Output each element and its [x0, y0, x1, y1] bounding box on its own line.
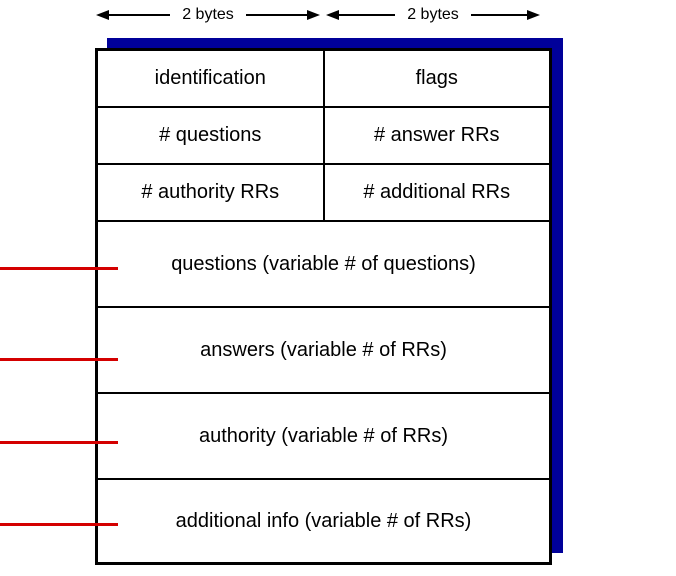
- arrow-shaft: [339, 14, 396, 16]
- arrow-left-icon: [326, 10, 339, 20]
- table-row: # questions # answer RRs: [98, 108, 549, 165]
- dns-message-table: identification flags # questions # answe…: [95, 48, 552, 565]
- field-num-authority-rrs: # authority RRs: [98, 165, 325, 220]
- pointer-line-additional-info: [0, 523, 118, 526]
- arrow-shaft: [245, 14, 307, 16]
- field-identification: identification: [98, 51, 325, 106]
- field-additional-info: additional info (variable # of RRs): [175, 509, 472, 532]
- byte-width-label-right: 2 bytes: [407, 6, 459, 23]
- arrow-right-icon: [527, 10, 540, 20]
- table-row: identification flags: [98, 51, 549, 108]
- pointer-line-authority: [0, 441, 118, 444]
- arrow-shaft: [109, 14, 171, 16]
- field-num-answer-rrs: # answer RRs: [373, 124, 500, 146]
- arrow-shaft: [470, 14, 527, 16]
- arrow-left-icon: [96, 10, 109, 20]
- byte-width-arrow-right: 2 bytes: [326, 5, 540, 25]
- field-questions: questions (variable # of questions): [98, 222, 549, 308]
- field-num-additional-rrs: # additional RRs: [363, 181, 511, 203]
- field-num-questions: # questions: [98, 108, 325, 163]
- byte-width-arrow-left: 2 bytes: [96, 5, 320, 25]
- table-row: # authority RRs # additional RRs: [98, 165, 549, 222]
- pointer-line-answers: [0, 358, 118, 361]
- pointer-line-questions: [0, 267, 118, 270]
- byte-width-label-left: 2 bytes: [182, 6, 234, 23]
- arrow-right-icon: [307, 10, 320, 20]
- field-authority: authority (variable # of RRs): [98, 394, 549, 480]
- field-answers: answers (variable # of RRs): [98, 308, 549, 394]
- field-flags: flags: [415, 67, 458, 89]
